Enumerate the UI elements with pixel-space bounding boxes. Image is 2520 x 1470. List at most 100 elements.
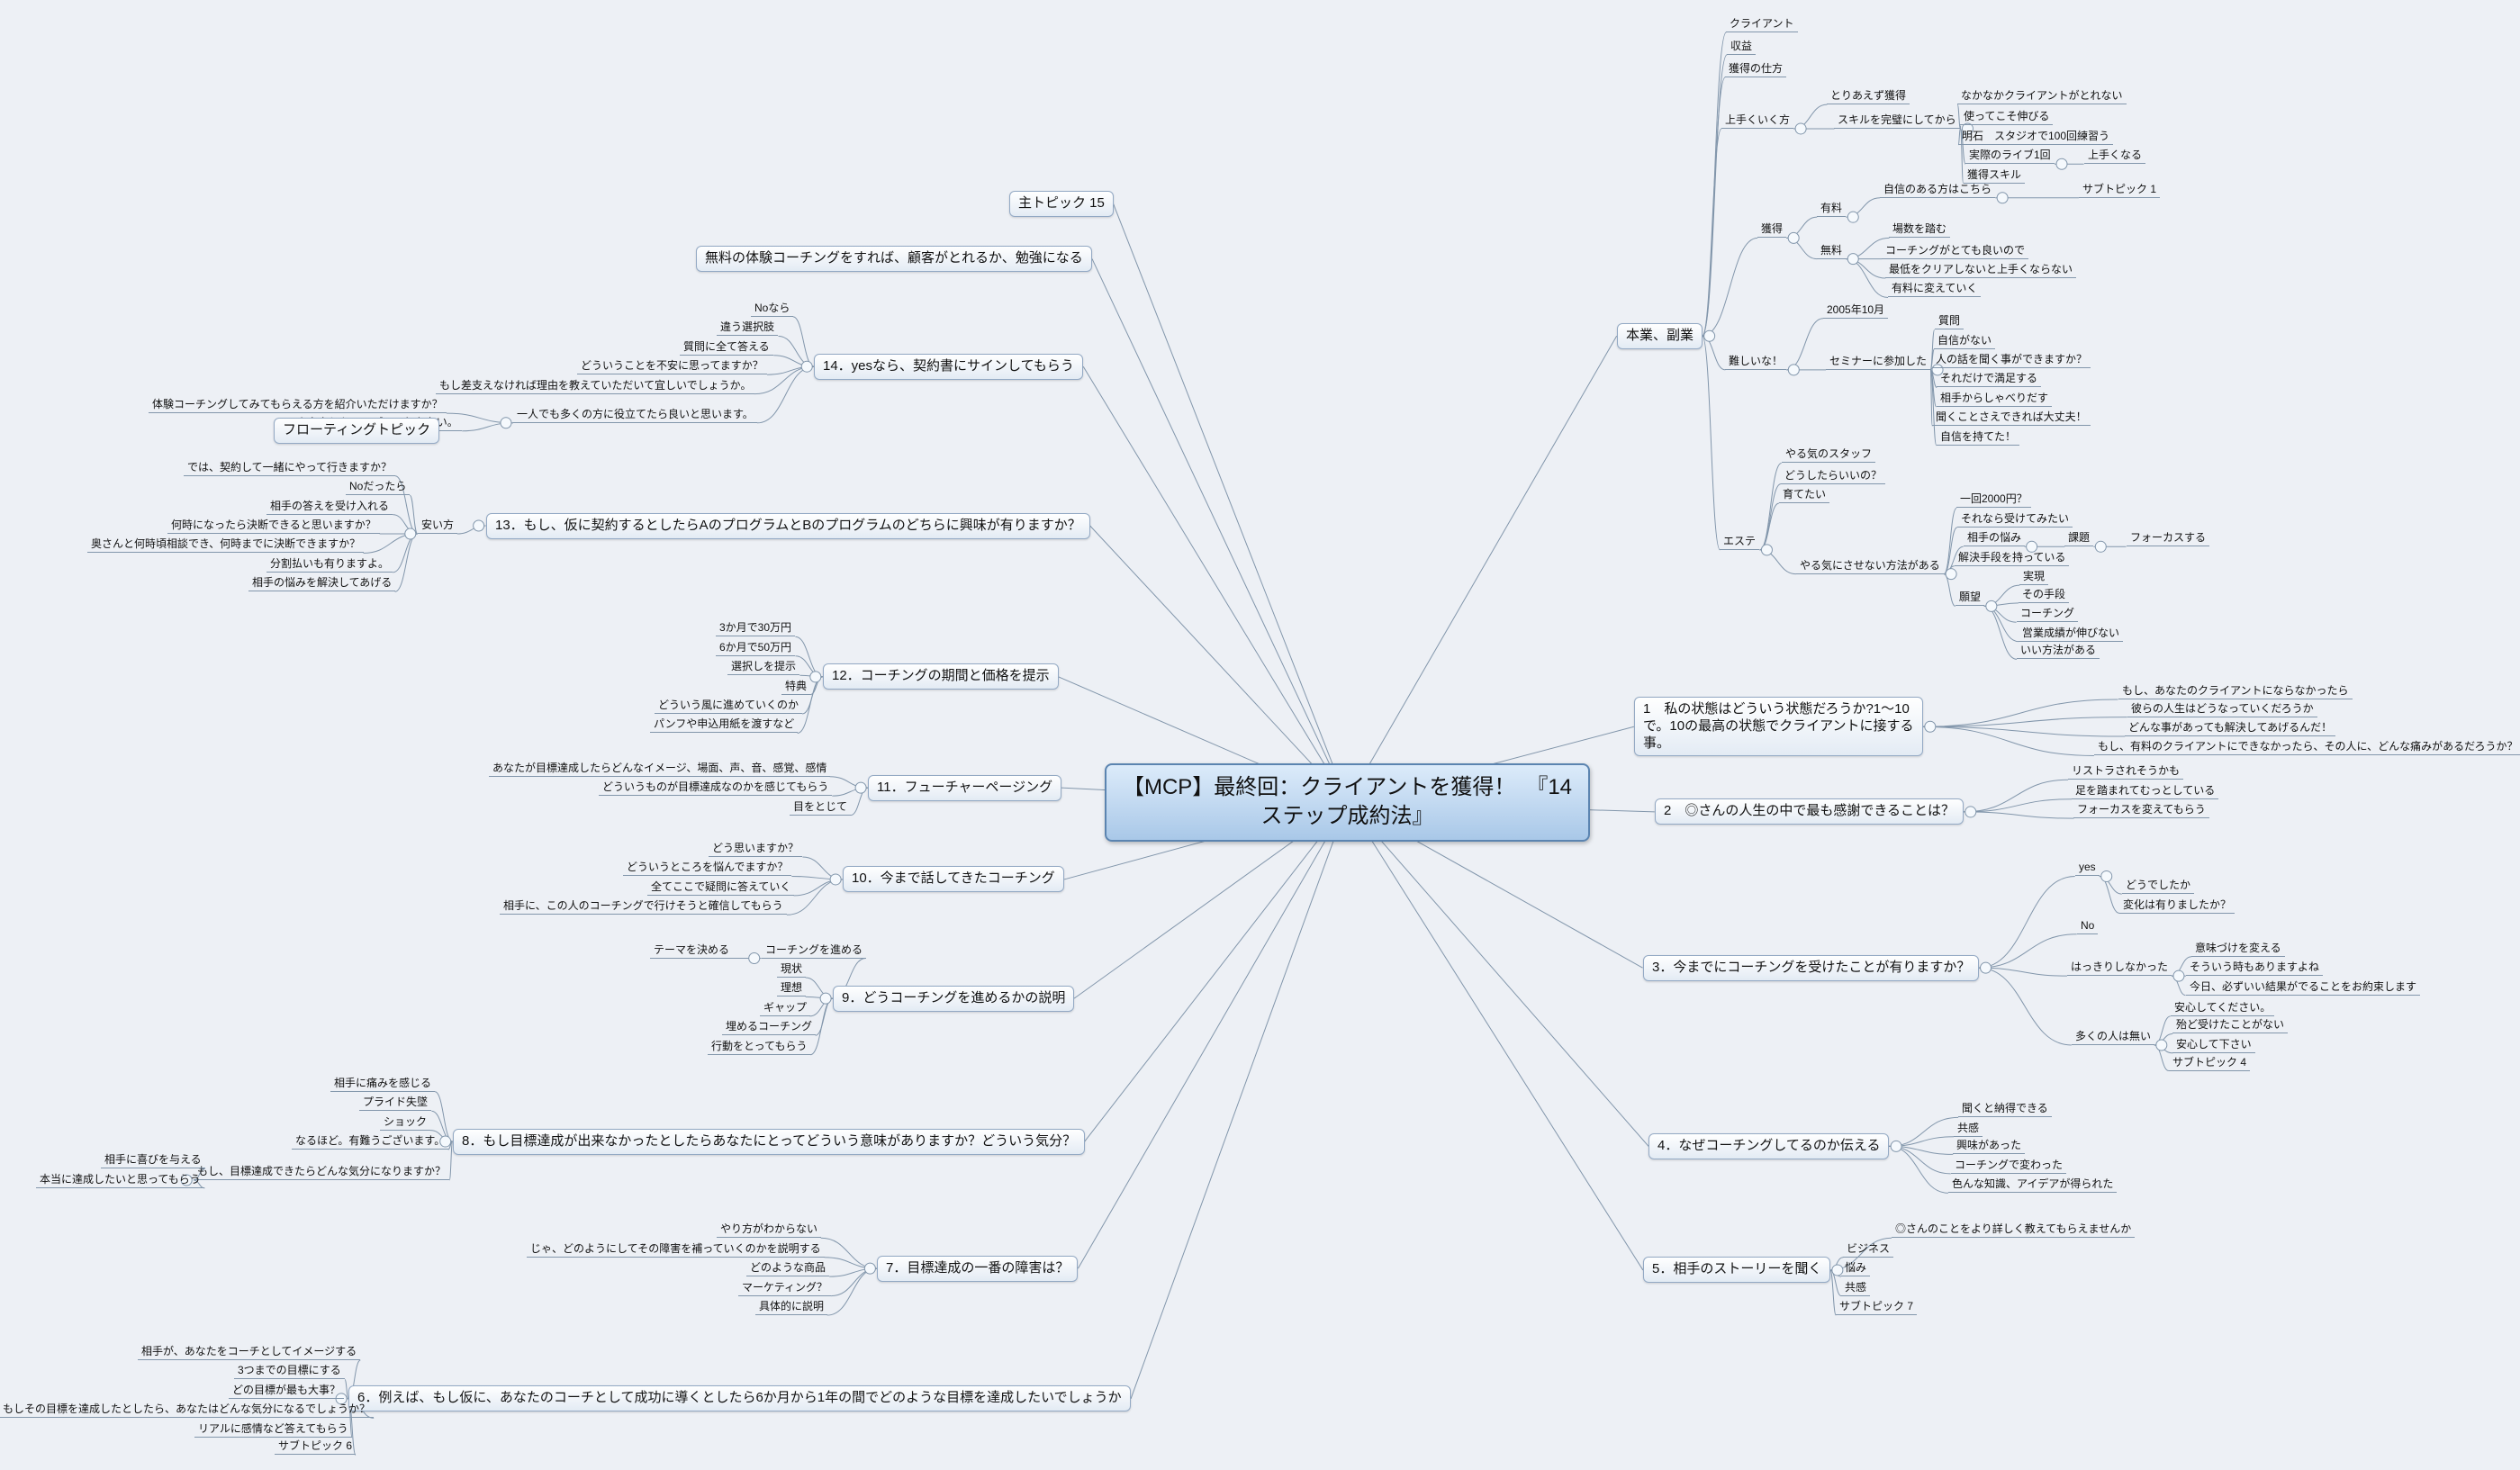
subtopic-m7e[interactable]: 具体的に説明 — [755, 1299, 828, 1316]
subtopic-m9a1[interactable]: テーマを決める — [650, 942, 734, 960]
subtopic-m11b[interactable]: どういうものが目標達成なのかを感じてもらう — [599, 780, 833, 797]
subtopic-h4b5[interactable]: 獲得スキル — [1964, 167, 2026, 185]
subtopic-m14d[interactable]: どういうことを不安に思ってますか？ — [577, 358, 767, 375]
subtopic-m3c2[interactable]: そういう時もありますよね — [2186, 960, 2324, 977]
subtopic-m8e1[interactable]: 相手に喜びを与える — [101, 1152, 205, 1169]
subtopic-m12e[interactable]: どういう風に進めていくのか — [655, 698, 803, 715]
subtopic-m6f[interactable]: サブトピック 6 — [275, 1438, 357, 1456]
subtopic-h7d2[interactable]: それなら受けてみたい — [1957, 511, 2073, 528]
expander-icon[interactable] — [404, 528, 417, 540]
main-topic-m12[interactable]: 12．コーチングの期間と価格を提示 — [823, 663, 1059, 690]
main-topic-hon[interactable]: 本業、副業 — [1617, 323, 1703, 349]
expander-icon[interactable] — [800, 360, 813, 373]
subtopic-m7d[interactable]: マーケティング？ — [738, 1280, 832, 1297]
subtopic-m13a1[interactable]: では、契約して一緒にやって行きますか？ — [184, 460, 396, 477]
subtopic-m9e[interactable]: 埋めるコーチング — [722, 1019, 817, 1036]
expander-icon[interactable] — [2100, 870, 2113, 882]
subtopic-h6b4[interactable]: それだけで満足する — [1937, 371, 2042, 388]
subtopic-m3c3[interactable]: 今日、必ずいい結果がでることをお約束します — [2186, 979, 2421, 997]
subtopic-h7d5b[interactable]: その手段 — [2019, 587, 2070, 604]
subtopic-m14f[interactable]: 一人でも多くの方に役立てたら良いと思います。 — [513, 407, 757, 424]
main-topic-m14[interactable]: 14．yesなら、契約書にサインしてもらう — [814, 354, 1083, 380]
subtopic-m2b[interactable]: 足を踏まれてむっとしている — [2072, 783, 2219, 800]
expander-icon[interactable] — [854, 781, 867, 794]
expander-icon[interactable] — [180, 1174, 193, 1186]
subtopic-h4b[interactable]: スキルを完璧にしてから — [1834, 113, 1960, 130]
subtopic-m5b[interactable]: ビジネス — [1843, 1241, 1894, 1258]
subtopic-m7a[interactable]: やり方がわからない — [717, 1222, 822, 1239]
main-topic-m16[interactable]: 無料の体験コーチングをすれば、顧客がとれるか、勉強になる — [696, 246, 1092, 272]
subtopic-m4b[interactable]: 共感 — [1954, 1121, 1983, 1138]
subtopic-m8b[interactable]: プライド失墜 — [359, 1095, 432, 1112]
main-topic-float1[interactable]: フローティングトピック — [274, 418, 440, 444]
subtopic-m14b[interactable]: 違う選択肢 — [717, 320, 779, 337]
subtopic-h5b2[interactable]: コーチングがとても良いので — [1882, 243, 2029, 260]
subtopic-h7d5c[interactable]: コーチング — [2017, 606, 2079, 623]
subtopic-h2[interactable]: 収益 — [1727, 39, 1757, 56]
subtopic-m3c1[interactable]: 意味づけを変える — [2191, 941, 2285, 958]
subtopic-m3d3[interactable]: 安心して下さい — [2172, 1037, 2255, 1054]
main-topic-m7[interactable]: 7．目標達成の一番の障害は？ — [877, 1256, 1079, 1282]
subtopic-h7d1[interactable]: 一回2000円？ — [1956, 492, 2031, 509]
main-topic-m15[interactable]: 主トピック 15 — [1009, 191, 1114, 217]
subtopic-m9a[interactable]: コーチングを進める — [762, 942, 867, 960]
expander-icon[interactable] — [809, 671, 822, 683]
subtopic-h5b1[interactable]: 場数を踏む — [1889, 221, 1951, 239]
subtopic-m1d[interactable]: もし、有料のクライアントにできなかったら、その人に、どんな痛みがあるだろうか？ — [2094, 739, 2520, 756]
subtopic-m5e[interactable]: サブトピック 7 — [1836, 1299, 1918, 1316]
subtopic-m3a1[interactable]: どうでしたか — [2122, 878, 2195, 895]
main-topic-m8[interactable]: 8．もし目標達成が出来なかったとしたらあなたにとってどういう意味がありますか？ど… — [453, 1129, 1086, 1155]
subtopic-h6b[interactable]: セミナーに参加した — [1826, 354, 1931, 371]
subtopic-h7a[interactable]: やる気のスタッフ — [1782, 446, 1876, 464]
main-topic-m5[interactable]: 5．相手のストーリーを聞く — [1643, 1257, 1831, 1283]
subtopic-m4d[interactable]: コーチングで変わった — [1951, 1158, 2067, 1175]
main-topic-m2[interactable]: 2 ◎さんの人生の中で最も感謝できることは？ — [1655, 798, 1965, 825]
subtopic-m9c[interactable]: 理想 — [777, 980, 807, 997]
subtopic-h5[interactable]: 獲得 — [1757, 221, 1787, 239]
main-topic-m3[interactable]: 3．今までにコーチングを受けたことが有りますか？ — [1643, 955, 1980, 981]
expander-icon[interactable] — [1703, 329, 1716, 342]
subtopic-m14c[interactable]: 質問に全て答える — [680, 339, 773, 356]
subtopic-m8d[interactable]: なるほど。有難うございます。 — [292, 1133, 449, 1150]
subtopic-m3d4[interactable]: サブトピック 4 — [2169, 1055, 2251, 1072]
subtopic-m8a[interactable]: 相手に痛みを感じる — [330, 1076, 436, 1093]
subtopic-m2c[interactable]: フォーカスを変えてもらう — [2073, 802, 2209, 819]
subtopic-m4e[interactable]: 色んな知識、アイデアが得られた — [1948, 1177, 2118, 1194]
subtopic-h6b2[interactable]: 自信がない — [1934, 333, 1996, 350]
subtopic-h7d5[interactable]: 願望 — [1955, 590, 1985, 607]
expander-icon[interactable] — [1890, 1140, 1902, 1152]
subtopic-h7d[interactable]: やる気にさせない方法がある — [1796, 558, 1944, 575]
subtopic-h1[interactable]: クライアント — [1726, 16, 1798, 33]
subtopic-m3d2[interactable]: 殆ど受けたことがない — [2172, 1017, 2289, 1034]
subtopic-m1a[interactable]: もし、あなたのクライアントにならなかったら — [2118, 683, 2353, 700]
subtopic-h4b3[interactable]: 明石 スタジオで100回練習う — [1958, 129, 2114, 146]
subtopic-m10d[interactable]: 相手に、この人のコーチングで行けそうと確信してもらう — [500, 898, 787, 915]
subtopic-h6a[interactable]: 2005年10月 — [1823, 302, 1889, 320]
subtopic-h7[interactable]: エステ — [1720, 534, 1760, 551]
subtopic-h6b5[interactable]: 相手からしゃべりだす — [1937, 391, 2053, 408]
subtopic-h5a1[interactable]: 自信のある方はこちら — [1880, 182, 1996, 199]
subtopic-m12c[interactable]: 選択しを提示 — [727, 659, 800, 676]
expander-icon[interactable] — [1980, 961, 1992, 974]
subtopic-m7c[interactable]: どのような商品 — [746, 1260, 830, 1277]
subtopic-m2a[interactable]: リストラされそうかも — [2068, 763, 2184, 780]
expander-icon[interactable] — [1985, 600, 1998, 612]
subtopic-h6b6[interactable]: 聞くことさえできれば大丈夫！ — [1932, 410, 2091, 427]
subtopic-m12b[interactable]: 6か月で50万円 — [716, 640, 796, 657]
expander-icon[interactable] — [1961, 122, 1974, 135]
expander-icon[interactable] — [1794, 122, 1807, 135]
subtopic-h3[interactable]: 獲得の仕方 — [1725, 61, 1787, 78]
subtopic-h7d3[interactable]: 相手の悩み — [1964, 530, 2026, 547]
subtopic-h7d5a[interactable]: 実現 — [2019, 569, 2049, 586]
subtopic-m11a[interactable]: あなたが目標達成したらどんなイメージ、場面、声、音、感覚、感情 — [489, 761, 831, 778]
subtopic-h5b4[interactable]: 有料に変えていく — [1888, 281, 1982, 298]
subtopic-m7b[interactable]: じゃ、どのようにしてその障害を補っていくのかを説明する — [527, 1241, 825, 1258]
main-topic-m10[interactable]: 10．今まで話してきたコーチング — [843, 866, 1064, 892]
subtopic-m3a2[interactable]: 変化は有りましたか？ — [2119, 897, 2235, 915]
subtopic-m13a3[interactable]: 相手の答えを受け入れる — [266, 499, 393, 516]
subtopic-m13a5[interactable]: 奥さんと何時頃相談でき、何時までに決断できますか？ — [87, 537, 365, 554]
subtopic-m6d[interactable]: もしその目標を達成したとしたら、あなたはどんな気分になるでしょうか？ — [0, 1402, 375, 1419]
subtopic-m9f[interactable]: 行動をとってもらう — [708, 1039, 811, 1056]
subtopic-m9b[interactable]: 現状 — [777, 961, 807, 978]
expander-icon[interactable] — [1831, 1264, 1844, 1276]
